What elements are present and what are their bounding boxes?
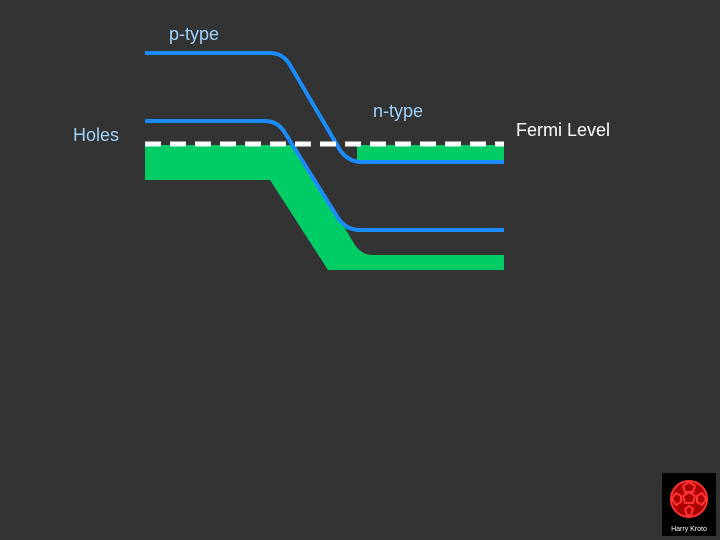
harry-kroto-logo: Harry Kroto — [662, 473, 716, 536]
valence-band-edge — [145, 119, 504, 232]
p-type-label: p-type — [169, 24, 220, 44]
holes-label: Holes — [73, 125, 120, 145]
n-side-upper-fill — [357, 145, 504, 161]
n-type-label: n-type — [373, 101, 424, 121]
logo-caption: Harry Kroto — [671, 526, 707, 533]
conduction-band-edge — [145, 51, 504, 164]
valence-band-fill — [145, 145, 504, 270]
buckyball-icon — [670, 480, 708, 518]
fermi-level-label: Fermi Level — [516, 120, 611, 140]
